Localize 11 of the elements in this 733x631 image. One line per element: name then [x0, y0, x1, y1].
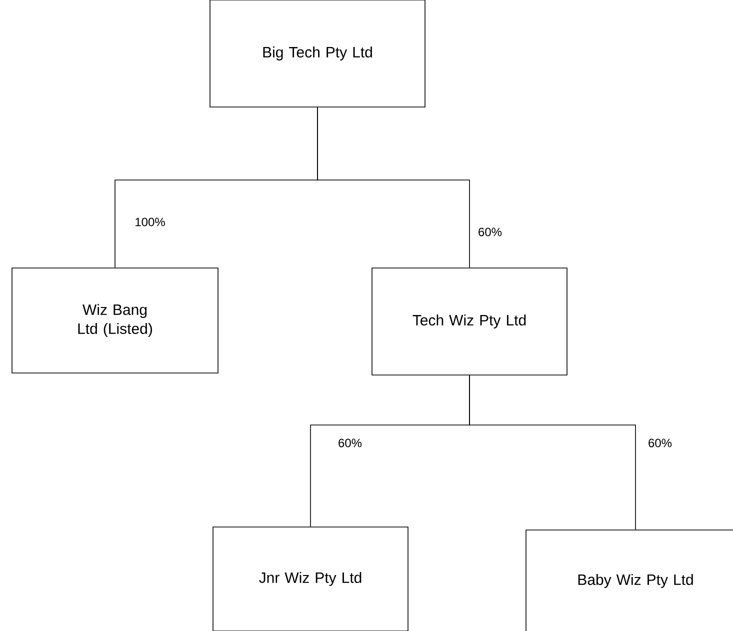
- company-box: Baby Wiz Pty Ltd: [526, 530, 733, 631]
- edge-label: 60%: [648, 438, 672, 448]
- connector-line: [317, 106, 470, 268]
- company-box: Big Tech Pty Ltd: [210, 0, 426, 108]
- edge-label: 100%: [136, 218, 165, 226]
- company-box: Tech Wiz Pty Ltd: [372, 268, 568, 376]
- edge-label: 60%: [478, 228, 502, 236]
- edge-label: 60%: [338, 438, 362, 448]
- company-box: Jnr Wiz Pty Ltd: [212, 526, 408, 631]
- connector-line: [469, 374, 636, 530]
- company-box: Wiz Bang Ltd (Listed): [12, 268, 218, 374]
